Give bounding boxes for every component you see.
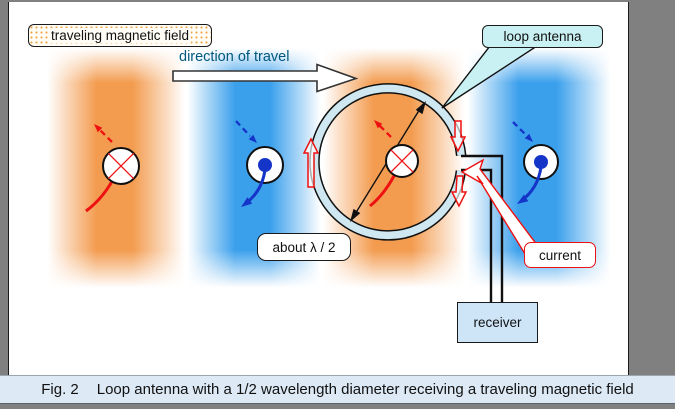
traveling-magnetic-field-text: traveling magnetic field [48, 28, 192, 43]
direction-of-travel-label: direction of travel [179, 49, 290, 65]
current-direction-arrow-right-top [449, 120, 467, 153]
field-out-of-page-symbol-1 [235, 120, 284, 207]
field-out-of-page-symbol-2 [512, 121, 559, 204]
receiver-box: receiver [457, 302, 538, 343]
field-into-page-symbol-2 [369, 120, 419, 208]
current-direction-arrow-right-bottom [450, 175, 468, 208]
loop-antenna-label: loop antenna [482, 25, 603, 48]
direction-arrow [172, 63, 359, 93]
bottom-frame-strip [0, 404, 675, 409]
figure-number: Fig. 2 [41, 381, 79, 398]
current-direction-arrow-left [302, 137, 320, 188]
diameter-label: about λ / 2 [257, 233, 351, 261]
figure-caption: Fig. 2 Loop antenna with a 1/2 wavelengt… [0, 375, 675, 404]
loop-antenna-callout [441, 45, 540, 109]
traveling-magnetic-field-label: traveling magnetic field [28, 24, 212, 47]
figure-caption-text: Loop antenna with a 1/2 wavelength diame… [96, 381, 634, 398]
field-into-page-symbol-1 [85, 124, 140, 213]
current-label: current [524, 242, 596, 268]
